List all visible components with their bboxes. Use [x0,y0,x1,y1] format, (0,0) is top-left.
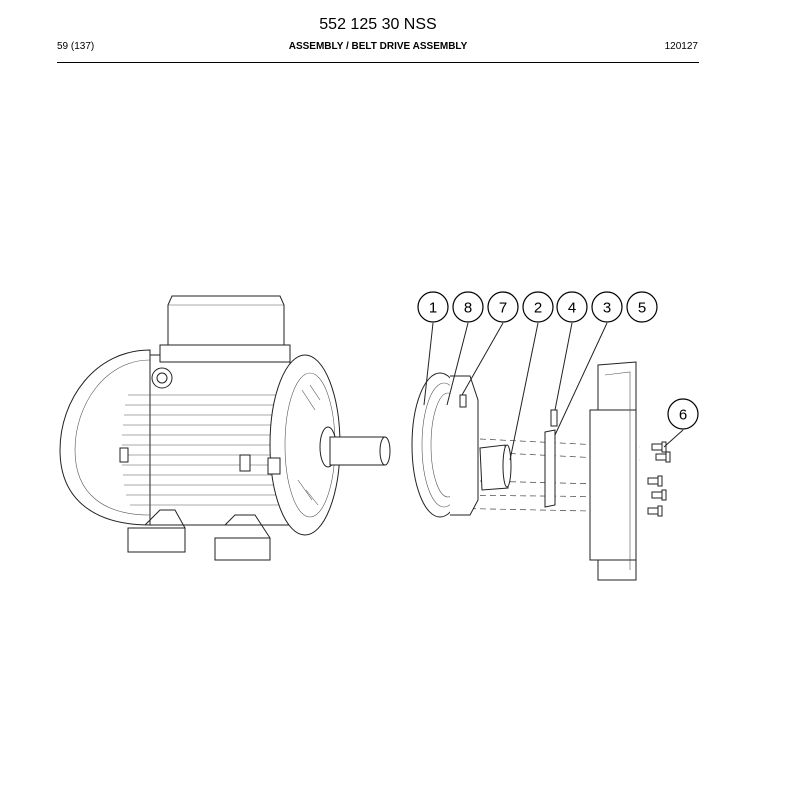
callout-3: 3 [591,291,623,323]
belt-pulley [411,372,479,518]
electric-motor [59,295,391,561]
svg-text:7: 7 [499,300,507,317]
callout-8: 8 [452,291,484,323]
taper-bushing [479,444,512,491]
callout-7: 7 [487,291,519,323]
callout-6: 6 [667,398,699,430]
callout-1: 1 [417,291,449,323]
document-number: 552 125 30 NSS [319,16,437,33]
revision-code: 120127 [664,41,698,52]
svg-text:2: 2 [534,300,542,317]
header-rule [57,62,699,63]
screws [647,441,671,517]
svg-text:1: 1 [429,300,437,317]
callout-5: 5 [626,291,658,323]
svg-text:6: 6 [679,407,687,424]
section-title: ASSEMBLY / BELT DRIVE ASSEMBLY [288,41,468,52]
key-and-plate [544,409,558,508]
callout-4: 4 [556,291,588,323]
page-number: 59 (137) [57,41,95,52]
leader-lines [423,322,684,461]
svg-text:8: 8 [464,300,472,317]
belt-guard [589,361,637,581]
callout-2: 2 [522,291,554,323]
svg-text:4: 4 [568,300,576,317]
svg-text:5: 5 [638,300,646,317]
svg-text:3: 3 [603,300,611,317]
